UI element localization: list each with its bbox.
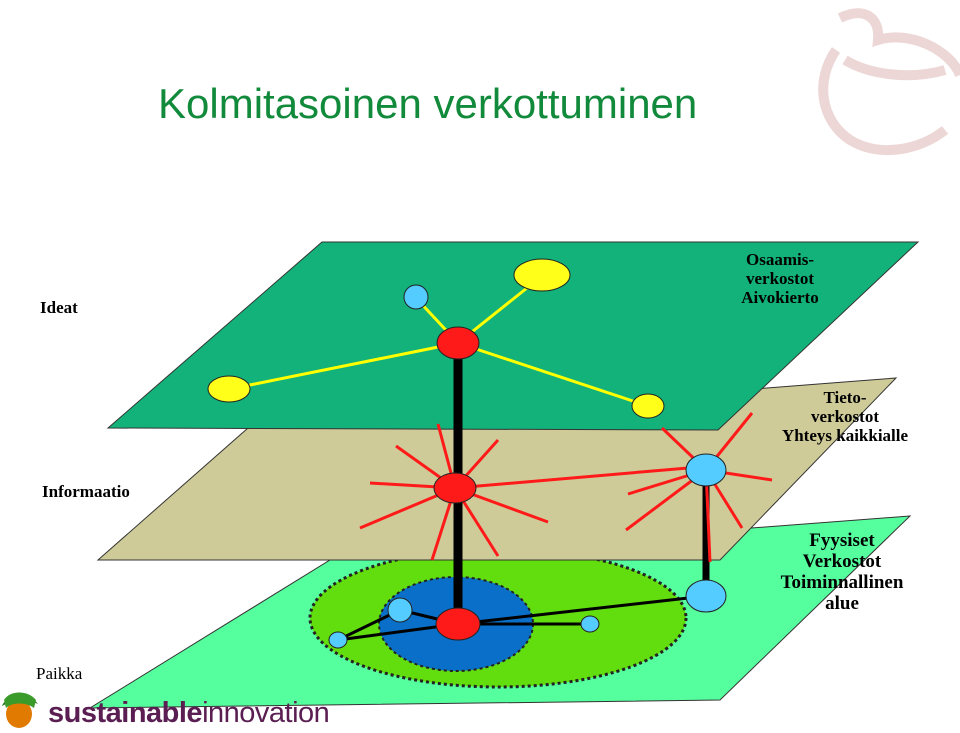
- level-label-ideat: Ideat: [40, 298, 78, 317]
- idea-plane: [106, 241, 920, 431]
- logo-light-text: innovation: [202, 697, 330, 729]
- caption-line: verkostot: [811, 407, 879, 426]
- level-label-informaatio: Informaatio: [42, 482, 130, 501]
- idea-node-right: [631, 393, 665, 419]
- link-node-idea: [403, 284, 429, 310]
- logo-bold-text: sustainable: [48, 697, 203, 729]
- caption-line: Osaamis-: [746, 250, 814, 269]
- place-node-d: [685, 579, 727, 613]
- caption-line: Verkostot: [802, 551, 882, 572]
- idea-layer-caption: Osaamis- verkostot Aivokierto: [705, 250, 855, 307]
- caption-line: Toiminnallinen: [780, 572, 904, 593]
- caption-line: Tieto-: [823, 388, 867, 407]
- info-layer-caption: Tieto- verkostot Yhteys kaikkialle: [760, 388, 930, 445]
- hub-idea: [436, 326, 480, 360]
- caption-line: Aivokierto: [741, 288, 819, 307]
- idea-node-top: [513, 258, 571, 292]
- hub-info: [433, 472, 477, 504]
- logo: sustainableinnovation: [48, 697, 330, 730]
- caption-line: alue: [825, 593, 859, 614]
- caption-line: verkostot: [746, 269, 814, 288]
- link-node-info: [685, 453, 727, 487]
- place-node-a: [387, 597, 413, 623]
- hub-place: [435, 607, 481, 641]
- idea-node-left: [207, 375, 251, 403]
- level-label-paikka: Paikka: [36, 664, 83, 683]
- place-layer-caption: Fyysiset Verkostot Toiminnallinen alue: [762, 530, 922, 614]
- acorn-watermark-icon: [818, 8, 960, 155]
- caption-line: Fyysiset: [809, 530, 875, 551]
- place-node-c: [580, 615, 600, 633]
- acorn-logo-icon: [2, 692, 38, 728]
- page-title: Kolmitasoinen verkottuminen: [158, 80, 698, 127]
- caption-line: Yhteys kaikkialle: [781, 426, 909, 445]
- place-node-b: [328, 631, 348, 649]
